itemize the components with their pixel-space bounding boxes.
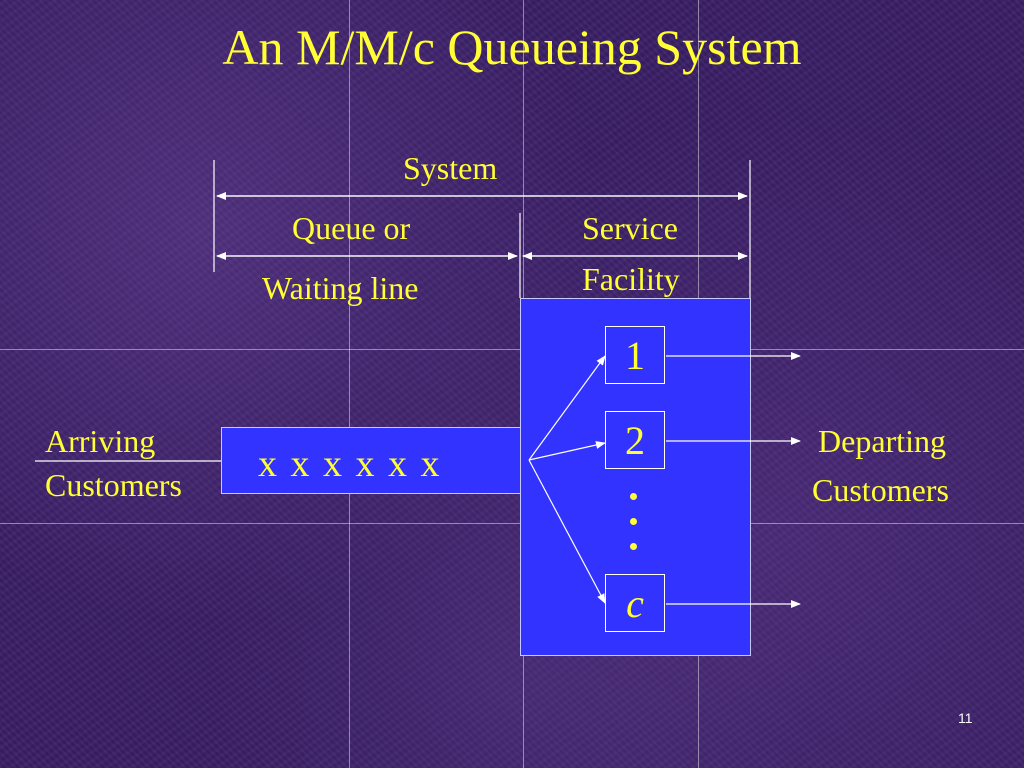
queue-customers: x x x x x x bbox=[258, 443, 440, 485]
grid-line bbox=[349, 0, 350, 768]
service-label-line2: Facility bbox=[582, 261, 680, 297]
server-c: c bbox=[605, 574, 665, 632]
departing-label-line1: Departing bbox=[818, 423, 946, 459]
arriving-label-line2: Customers bbox=[45, 467, 182, 503]
arriving-label-line1: Arriving bbox=[45, 423, 156, 459]
server-1: 1 bbox=[605, 326, 665, 384]
ellipsis-dot bbox=[630, 518, 637, 525]
queue-label-line1: Queue or bbox=[292, 210, 411, 246]
queue-label-line2: Waiting line bbox=[262, 270, 419, 306]
grid-line bbox=[0, 349, 1024, 350]
departing-label-line2: Customers bbox=[812, 472, 949, 508]
page-number: 11 bbox=[958, 710, 973, 726]
ellipsis-dot bbox=[630, 543, 637, 550]
service-label-line1: Service bbox=[582, 210, 678, 246]
server-2: 2 bbox=[605, 411, 665, 469]
system-label: System bbox=[403, 150, 498, 186]
grid-line bbox=[0, 523, 1024, 524]
queue-box bbox=[221, 427, 523, 494]
slide-title: An M/M/c Queueing System bbox=[222, 19, 802, 75]
ellipsis-dot bbox=[630, 493, 637, 500]
